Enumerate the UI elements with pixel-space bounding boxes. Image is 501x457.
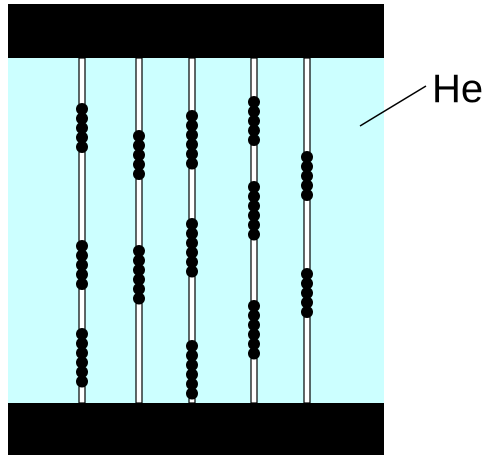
bead xyxy=(76,366,88,378)
bead xyxy=(133,168,145,180)
bead xyxy=(186,148,198,160)
bead xyxy=(301,151,313,163)
bead xyxy=(186,368,198,381)
bead xyxy=(76,240,88,252)
bead xyxy=(76,249,88,262)
bead xyxy=(248,134,260,146)
bead xyxy=(186,138,198,151)
rod xyxy=(135,57,143,404)
bead xyxy=(133,292,145,305)
bead xyxy=(133,273,145,286)
bead xyxy=(186,129,198,141)
bead xyxy=(186,378,198,390)
bead xyxy=(248,300,260,312)
bead xyxy=(186,157,198,170)
bead xyxy=(186,256,198,268)
bead xyxy=(186,349,198,362)
bead xyxy=(76,356,88,369)
bead xyxy=(186,110,198,122)
bead xyxy=(301,179,313,192)
bead xyxy=(248,115,260,127)
bead xyxy=(248,228,260,241)
bead xyxy=(76,112,88,125)
bead xyxy=(301,277,313,290)
bead xyxy=(186,218,198,230)
bead xyxy=(248,124,260,137)
bead xyxy=(76,103,88,115)
bead xyxy=(186,237,198,249)
bead xyxy=(76,347,88,359)
bead xyxy=(186,265,198,278)
bead xyxy=(248,347,260,360)
bead xyxy=(133,130,145,142)
bead xyxy=(301,268,313,280)
bead xyxy=(248,105,260,118)
bead xyxy=(133,245,145,257)
bead xyxy=(133,149,145,161)
bead xyxy=(76,328,88,340)
bead xyxy=(133,139,145,152)
bead xyxy=(248,328,260,341)
bead xyxy=(76,259,88,271)
bead xyxy=(301,287,313,299)
bead xyxy=(248,319,260,331)
bead xyxy=(76,141,88,153)
bead xyxy=(133,254,145,267)
bead xyxy=(301,306,313,318)
bead xyxy=(248,190,260,203)
bead xyxy=(133,158,145,171)
bead xyxy=(248,181,260,193)
bead xyxy=(186,119,198,132)
bead xyxy=(133,283,145,295)
rod xyxy=(78,57,86,404)
bead xyxy=(248,309,260,322)
bead xyxy=(248,200,260,212)
bead xyxy=(301,296,313,309)
bead xyxy=(301,160,313,173)
bead xyxy=(186,359,198,371)
callout-label: He xyxy=(432,67,484,111)
bead xyxy=(76,278,88,290)
bead xyxy=(248,96,260,108)
bottom-plate xyxy=(8,403,384,455)
bead xyxy=(248,338,260,350)
rods xyxy=(76,57,313,404)
bead xyxy=(76,375,88,388)
bead xyxy=(301,170,313,182)
bead xyxy=(133,264,145,276)
bead xyxy=(186,340,198,352)
bead xyxy=(76,122,88,134)
bead xyxy=(76,131,88,144)
callout-line xyxy=(359,85,427,127)
rod xyxy=(303,57,311,404)
bead xyxy=(186,227,198,240)
bead xyxy=(186,387,198,400)
bead xyxy=(186,246,198,259)
bead xyxy=(301,189,313,201)
bead xyxy=(248,219,260,231)
bead xyxy=(76,337,88,350)
bead xyxy=(248,209,260,222)
top-plate xyxy=(8,4,384,59)
bead xyxy=(76,268,88,281)
